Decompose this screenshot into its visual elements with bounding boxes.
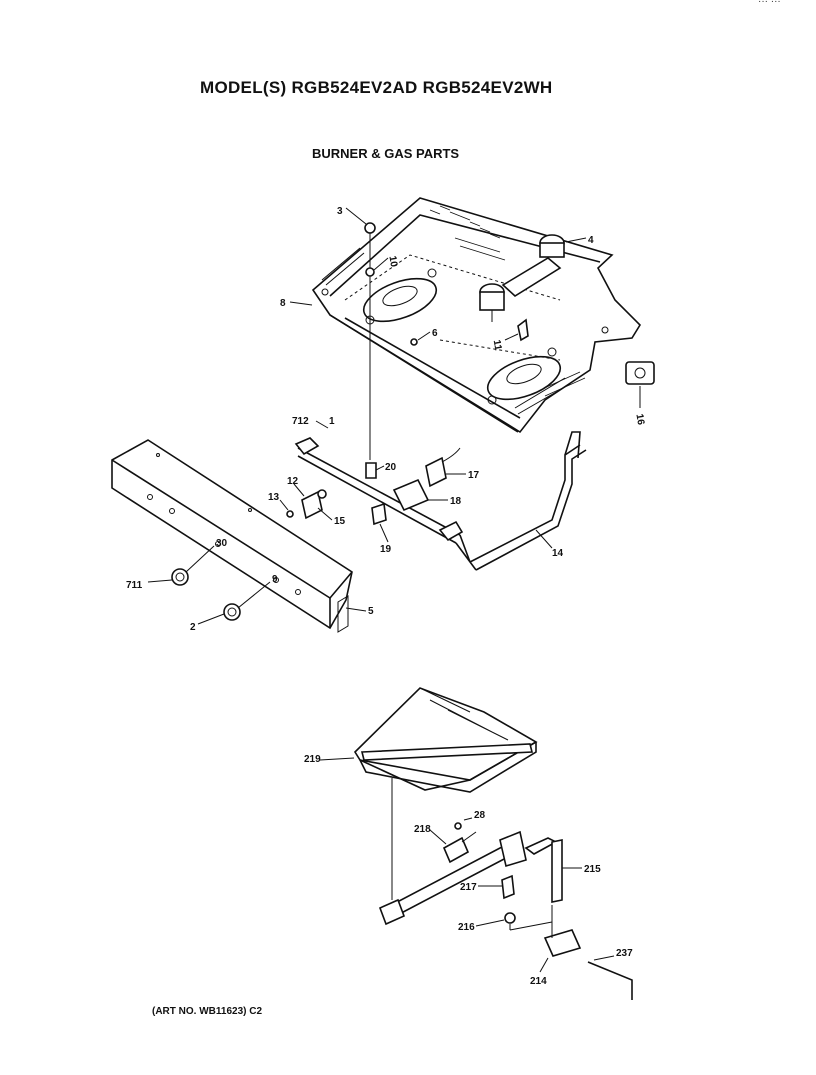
callout-2: 2	[190, 622, 196, 633]
callout-13: 13	[268, 492, 280, 503]
leader-lines	[147, 207, 641, 973]
ignitor-part-218	[442, 831, 477, 864]
callout-16: 16	[633, 413, 646, 426]
callout-1: 1	[329, 416, 335, 427]
bracket-part-215	[524, 837, 563, 903]
callout-214: 214	[530, 976, 547, 987]
callout-12: 12	[287, 476, 299, 487]
callout-3: 3	[337, 206, 343, 217]
valve-part-4	[479, 234, 565, 322]
callout-18: 18	[450, 496, 462, 507]
callout-20: 20	[385, 462, 397, 473]
art-number: (ART NO. WB11623) C2	[152, 1006, 263, 1017]
callout-217: 217	[460, 882, 477, 893]
ignitor-part-11	[517, 318, 529, 342]
switch-part-16	[625, 361, 655, 385]
callout-labels: 3 4 10 8 6 11 16 712 1 20 17 12 13 18 15…	[126, 206, 646, 987]
burner-box-part	[311, 197, 642, 434]
callout-10: 10	[386, 255, 399, 268]
clip-part-6	[410, 338, 418, 346]
callout-11: 11	[491, 339, 504, 352]
valve-part-214	[509, 905, 582, 957]
screw-part-13	[286, 510, 294, 518]
callout-8: 8	[280, 298, 286, 309]
callout-711: 711	[126, 580, 143, 591]
callout-15: 15	[334, 516, 346, 527]
callout-4: 4	[588, 235, 594, 246]
callout-219: 219	[304, 754, 321, 765]
valve-part-15	[301, 489, 327, 520]
manifold-panel-part-5	[111, 439, 353, 633]
spring-part-217	[501, 874, 515, 900]
regulator-part-17	[425, 447, 461, 488]
clip-part-19	[371, 502, 387, 526]
orifice-part-20	[365, 462, 377, 479]
callout-6: 6	[432, 328, 438, 339]
screw-part-10	[365, 267, 375, 277]
callout-218: 218	[414, 824, 431, 835]
callout-215: 215	[584, 864, 601, 875]
page-title: MODEL(S) RGB524EV2AD RGB524EV2WH	[200, 78, 553, 97]
callout-5: 5	[368, 606, 374, 617]
bracket-part-18	[392, 478, 430, 512]
callout-17: 17	[468, 470, 480, 481]
corner-mark: ··· ···	[758, 0, 781, 7]
callout-9: 9	[272, 574, 278, 585]
tube-part-14	[469, 444, 581, 563]
callout-712: 712	[292, 416, 309, 427]
knob-part-2	[223, 603, 241, 621]
rod-part-237	[587, 961, 633, 1000]
callout-28: 28	[474, 810, 486, 821]
manifold-pipe	[294, 437, 464, 544]
section-subtitle: BURNER & GAS PARTS	[312, 146, 460, 161]
callout-30: 30	[216, 538, 228, 549]
callout-14: 14	[552, 548, 564, 559]
callout-216: 216	[458, 922, 475, 933]
broiler-shield-part-219	[353, 687, 538, 793]
screw-part-28	[454, 822, 462, 830]
lower-burner-tube	[378, 830, 527, 926]
callout-19: 19	[380, 544, 392, 555]
callout-237: 237	[616, 948, 633, 959]
nut-part-216	[504, 912, 516, 924]
knob-part-711	[171, 568, 189, 586]
